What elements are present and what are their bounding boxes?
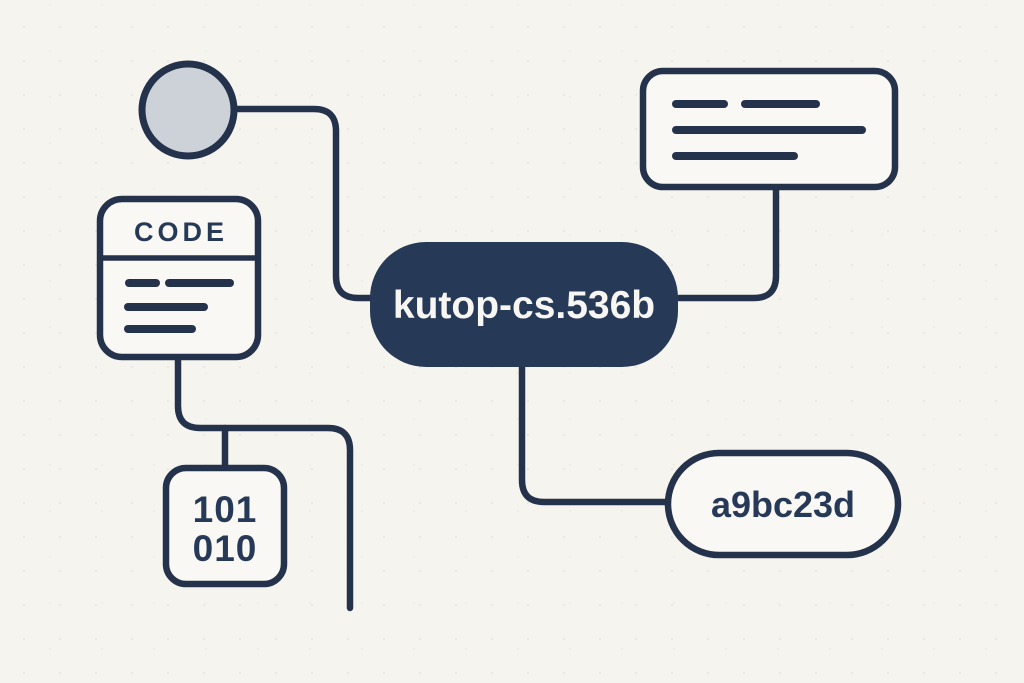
hash-node-shape xyxy=(664,449,902,559)
binary-card-frame xyxy=(162,464,288,588)
hash-node: a9bc23d xyxy=(664,449,902,559)
edge-circle-to-main xyxy=(233,105,374,302)
code-card: CODE xyxy=(96,195,262,361)
main-node-label: kutop-cs.536b xyxy=(393,284,655,327)
binary-row-2: 010 xyxy=(193,528,258,569)
code-card-title: CODE xyxy=(134,217,228,247)
binary-row-1: 101 xyxy=(193,489,258,530)
edge-main-to-hash xyxy=(518,363,672,506)
binary-card: 101 010 xyxy=(162,464,288,588)
circle-node-shape xyxy=(138,60,238,160)
circle-node xyxy=(138,60,238,160)
hash-node-label: a9bc23d xyxy=(711,484,855,525)
main-node: kutop-cs.536b xyxy=(370,242,678,367)
edge-text-card-to-main xyxy=(675,183,780,302)
main-node-shape xyxy=(370,242,678,367)
text-card xyxy=(639,67,899,191)
edge-code-card-down xyxy=(174,353,354,612)
code-card-frame xyxy=(96,195,262,361)
